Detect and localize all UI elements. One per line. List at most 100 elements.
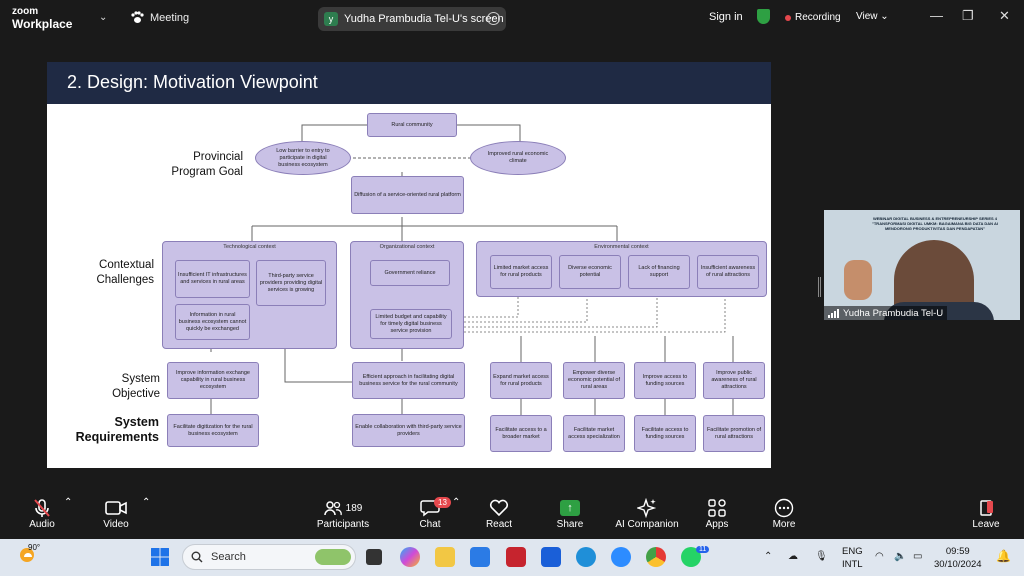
node-rural-community[interactable]: Rural community xyxy=(367,113,457,137)
row-label-requirements: System Requirements xyxy=(51,415,159,445)
heart-icon xyxy=(489,499,509,517)
close-icon[interactable]: ✕ xyxy=(999,8,1010,23)
row-label-requirements-line1: System xyxy=(114,415,159,429)
node-facilitate-funding[interactable]: Facilitate access to funding sources xyxy=(634,415,696,452)
tray-chevron-icon[interactable]: ⌃ xyxy=(764,551,773,562)
node-diverse-economic[interactable]: Diverse economic potential xyxy=(559,255,621,289)
recording-label: Recording xyxy=(795,12,841,23)
leave-button[interactable]: Leave xyxy=(971,497,1001,530)
node-facilitate-broader[interactable]: Facilitate access to a broader market xyxy=(490,415,552,452)
node-info-rural[interactable]: Information in rural business ecosystem … xyxy=(175,304,250,340)
node-limited-budget[interactable]: Limited budget and capability for timely… xyxy=(370,309,452,339)
group-technological-title: Technological context xyxy=(223,244,276,250)
minimize-icon[interactable]: — xyxy=(930,8,943,23)
row-label-objective: System Objective xyxy=(51,372,160,402)
taskbar-search-box[interactable]: Search xyxy=(182,544,356,570)
chrome-icon[interactable] xyxy=(646,547,666,567)
node-insufficient-awareness[interactable]: Insufficient awareness of rural attracti… xyxy=(697,255,759,289)
lang-line1: ENG xyxy=(842,546,863,557)
audio-button[interactable]: Audio xyxy=(24,497,60,530)
audio-options-chevron-icon[interactable]: ⌃ xyxy=(64,497,73,508)
input-language[interactable]: ENG INTL xyxy=(842,545,863,571)
leave-label: Leave xyxy=(972,519,1000,530)
node-efficient-approach[interactable]: Efficient approach in facilitating digit… xyxy=(352,362,465,399)
group-organizational-title: Organizational context xyxy=(379,244,435,250)
node-facilitate-promotion[interactable]: Facilitate promotion of rural attraction… xyxy=(703,415,765,452)
node-improve-public[interactable]: Improve public awareness of rural attrac… xyxy=(703,362,765,399)
chevron-down-icon[interactable]: ⌄ xyxy=(99,12,108,23)
view-button[interactable]: View ⌄ xyxy=(856,11,889,22)
shared-screen-label: Yudha Prambudia Tel-U's screen xyxy=(344,13,504,25)
participant-video-thumbnail[interactable]: WEBINAR DIGITAL BUSINESS & ENTREPRENEURS… xyxy=(824,210,1020,320)
onedrive-cloud-icon[interactable]: ☁ xyxy=(788,551,798,562)
ai-companion-label: AI Companion xyxy=(615,519,679,530)
node-limited-market[interactable]: Limited market access for rural products xyxy=(490,255,552,289)
apps-button[interactable]: Apps xyxy=(703,497,731,530)
microsoft-store-icon[interactable] xyxy=(470,547,490,567)
share-button[interactable]: ↑ Share xyxy=(555,497,585,530)
video-camera-icon xyxy=(105,501,127,515)
recording-indicator[interactable]: Recording xyxy=(785,12,841,23)
volume-icon[interactable]: 🔈 xyxy=(894,551,907,562)
edge-icon[interactable] xyxy=(576,547,596,567)
copilot-icon[interactable] xyxy=(400,547,420,567)
node-lack-financing[interactable]: Lack of financing support xyxy=(628,255,690,289)
meeting-label: Meeting xyxy=(150,11,190,24)
participant-name: Yudha Prambudia Tel-U xyxy=(843,307,944,319)
more-dots-icon xyxy=(774,498,794,518)
node-facilitate-specialization[interactable]: Facilitate market access specialization xyxy=(563,415,625,452)
shield-check-icon[interactable] xyxy=(757,9,770,24)
node-improve-info[interactable]: Improve information exchange capability … xyxy=(167,362,259,399)
taskbar-clock[interactable]: 09:59 30/10/2024 xyxy=(934,545,982,571)
node-improve-funding[interactable]: Improve access to funding sources xyxy=(634,362,696,399)
node-empower-diverse[interactable]: Empower diverse economic potential of ru… xyxy=(563,362,625,399)
paw-icon xyxy=(131,11,144,23)
logo-line1: zoom xyxy=(12,6,39,17)
video-options-chevron-icon[interactable]: ⌃ xyxy=(142,497,151,508)
signal-bars-icon xyxy=(828,308,839,318)
search-placeholder: Search xyxy=(211,551,246,563)
weather-sun-icon xyxy=(20,548,34,562)
wifi-icon[interactable]: ◠ xyxy=(875,551,884,562)
shared-screen-content[interactable]: 2. Design: Motivation Viewpoint Provinci… xyxy=(47,62,771,468)
more-label: More xyxy=(772,519,796,530)
react-button[interactable]: React xyxy=(484,497,514,530)
node-facilitate-digitization[interactable]: Facilitate digitization for the rural bu… xyxy=(167,414,259,447)
task-view-icon[interactable] xyxy=(366,549,382,565)
panel-resize-handle[interactable] xyxy=(818,277,821,297)
battery-icon[interactable]: ▭ xyxy=(913,551,923,562)
zoom-icon[interactable] xyxy=(611,547,631,567)
microphone-tray-icon[interactable]: 🎙 xyxy=(815,551,828,562)
video-button[interactable]: Video xyxy=(99,497,133,530)
webinar-banner: WEBINAR DIGITAL BUSINESS & ENTREPRENEURS… xyxy=(860,216,1010,256)
participants-label: Participants xyxy=(316,519,370,530)
node-improved-climate[interactable]: Improved rural economic climate xyxy=(470,141,566,175)
shared-screen-pill[interactable]: y Yudha Prambudia Tel-U's screen ··· xyxy=(318,7,506,31)
whatsapp-icon[interactable] xyxy=(681,547,701,567)
file-explorer-icon[interactable] xyxy=(435,547,455,567)
zoom-title-bar: zoom Workplace ⌄ Meeting y Yudha Prambud… xyxy=(0,0,1024,36)
recording-dot-icon xyxy=(785,14,791,21)
ai-companion-button[interactable]: AI Companion xyxy=(614,497,680,530)
meeting-button[interactable]: Meeting xyxy=(130,11,189,24)
node-gov-reliance[interactable]: Government reliance xyxy=(370,260,450,286)
node-enable-collab[interactable]: Enable collaboration with third-party se… xyxy=(352,414,465,447)
more-button[interactable]: More xyxy=(770,497,798,530)
more-options-icon[interactable]: ··· xyxy=(487,12,500,25)
row-label-challenges: Contextual Challenges xyxy=(51,258,154,288)
chat-options-chevron-icon[interactable]: ⌃ xyxy=(452,497,461,508)
notification-bell-icon[interactable]: 🔔 xyxy=(996,549,1011,563)
mcafee-icon[interactable] xyxy=(506,547,526,567)
banner-line1: WEBINAR DIGITAL BUSINESS & ENTREPRENEURS… xyxy=(872,216,998,221)
node-expand-market[interactable]: Expand market access for rural products xyxy=(490,362,552,399)
sign-in-button[interactable]: Sign in xyxy=(709,11,743,23)
dropbox-icon[interactable] xyxy=(541,547,561,567)
node-diffusion[interactable]: Diffusion of a service-oriented rural pl… xyxy=(351,176,464,214)
participants-button[interactable]: 189 Participants xyxy=(313,497,373,530)
node-third-party[interactable]: Third-party service providers providing … xyxy=(256,260,326,306)
windows-start-icon[interactable] xyxy=(150,547,170,567)
node-insufficient-it[interactable]: Insufficient IT infrastructures and serv… xyxy=(175,260,250,298)
node-low-barrier[interactable]: Low barrier to entry to participate in d… xyxy=(255,141,351,175)
weather-widget[interactable]: 90° xyxy=(18,543,40,568)
restore-icon[interactable]: ❐ xyxy=(962,8,974,23)
